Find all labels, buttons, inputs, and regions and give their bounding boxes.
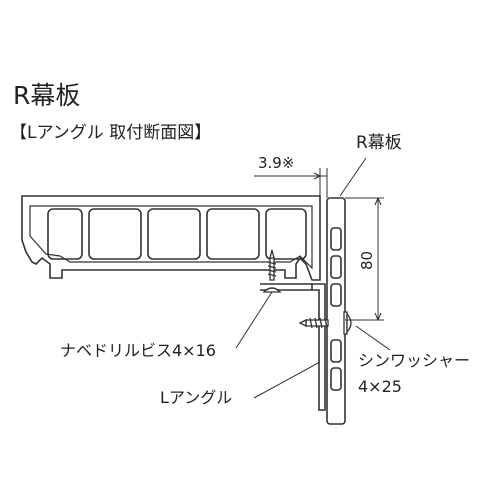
r-makuita-slot <box>330 255 342 279</box>
r-makuita-slot <box>330 283 342 307</box>
screw-thread <box>269 257 275 281</box>
washer-screw <box>298 311 352 335</box>
washer-screw-thread-marks <box>309 317 328 329</box>
washer-label-line1: シンワッシャー <box>358 351 470 370</box>
washer-leader <box>355 325 391 351</box>
l-angle-leader <box>253 361 321 399</box>
l-angle-profile <box>311 283 326 411</box>
deck-cell <box>265 208 307 260</box>
deck-board-outline <box>21 195 321 281</box>
washer-screw-head <box>346 312 352 334</box>
washer-screw-tip <box>298 318 307 328</box>
deck-cell <box>47 208 83 260</box>
r-makuita-slot <box>330 367 342 391</box>
gap-dimension <box>254 168 328 198</box>
pan-drill-screw <box>262 249 282 293</box>
washer-label-line2: 4×25 <box>358 377 402 396</box>
title: R幕板 <box>13 81 80 110</box>
screw-head <box>262 287 282 293</box>
l-angle-bracket <box>260 283 326 411</box>
deck-cell <box>206 208 260 260</box>
height-arrow-bottom <box>374 312 382 321</box>
l-angle-label: Lアングル <box>160 388 232 407</box>
screw-thread-marks <box>267 261 277 277</box>
r-makuita-board <box>326 197 346 425</box>
height-dimension-label: 80 <box>358 251 376 270</box>
deck-board <box>21 195 321 281</box>
r-makuita-leader <box>339 157 367 197</box>
gap-arrow <box>313 172 321 180</box>
screw-leader <box>235 291 273 349</box>
height-dimension <box>345 197 384 321</box>
r-makuita-outline <box>326 197 346 425</box>
height-arrow-top <box>374 197 382 206</box>
r-makuita-label: R幕板 <box>356 133 402 153</box>
gap-dimension-label: 3.9※ <box>258 154 294 172</box>
subtitle: 【Lアングル 取付断面図】 <box>10 123 211 143</box>
deck-cell <box>147 208 201 260</box>
r-makuita-slot <box>330 339 342 363</box>
screw-tip <box>269 249 275 259</box>
deck-board-inner-wall <box>29 205 313 270</box>
screw-label: ナベドリルビス4×16 <box>60 341 216 360</box>
deck-cell <box>88 208 142 260</box>
r-makuita-slot <box>330 227 342 251</box>
